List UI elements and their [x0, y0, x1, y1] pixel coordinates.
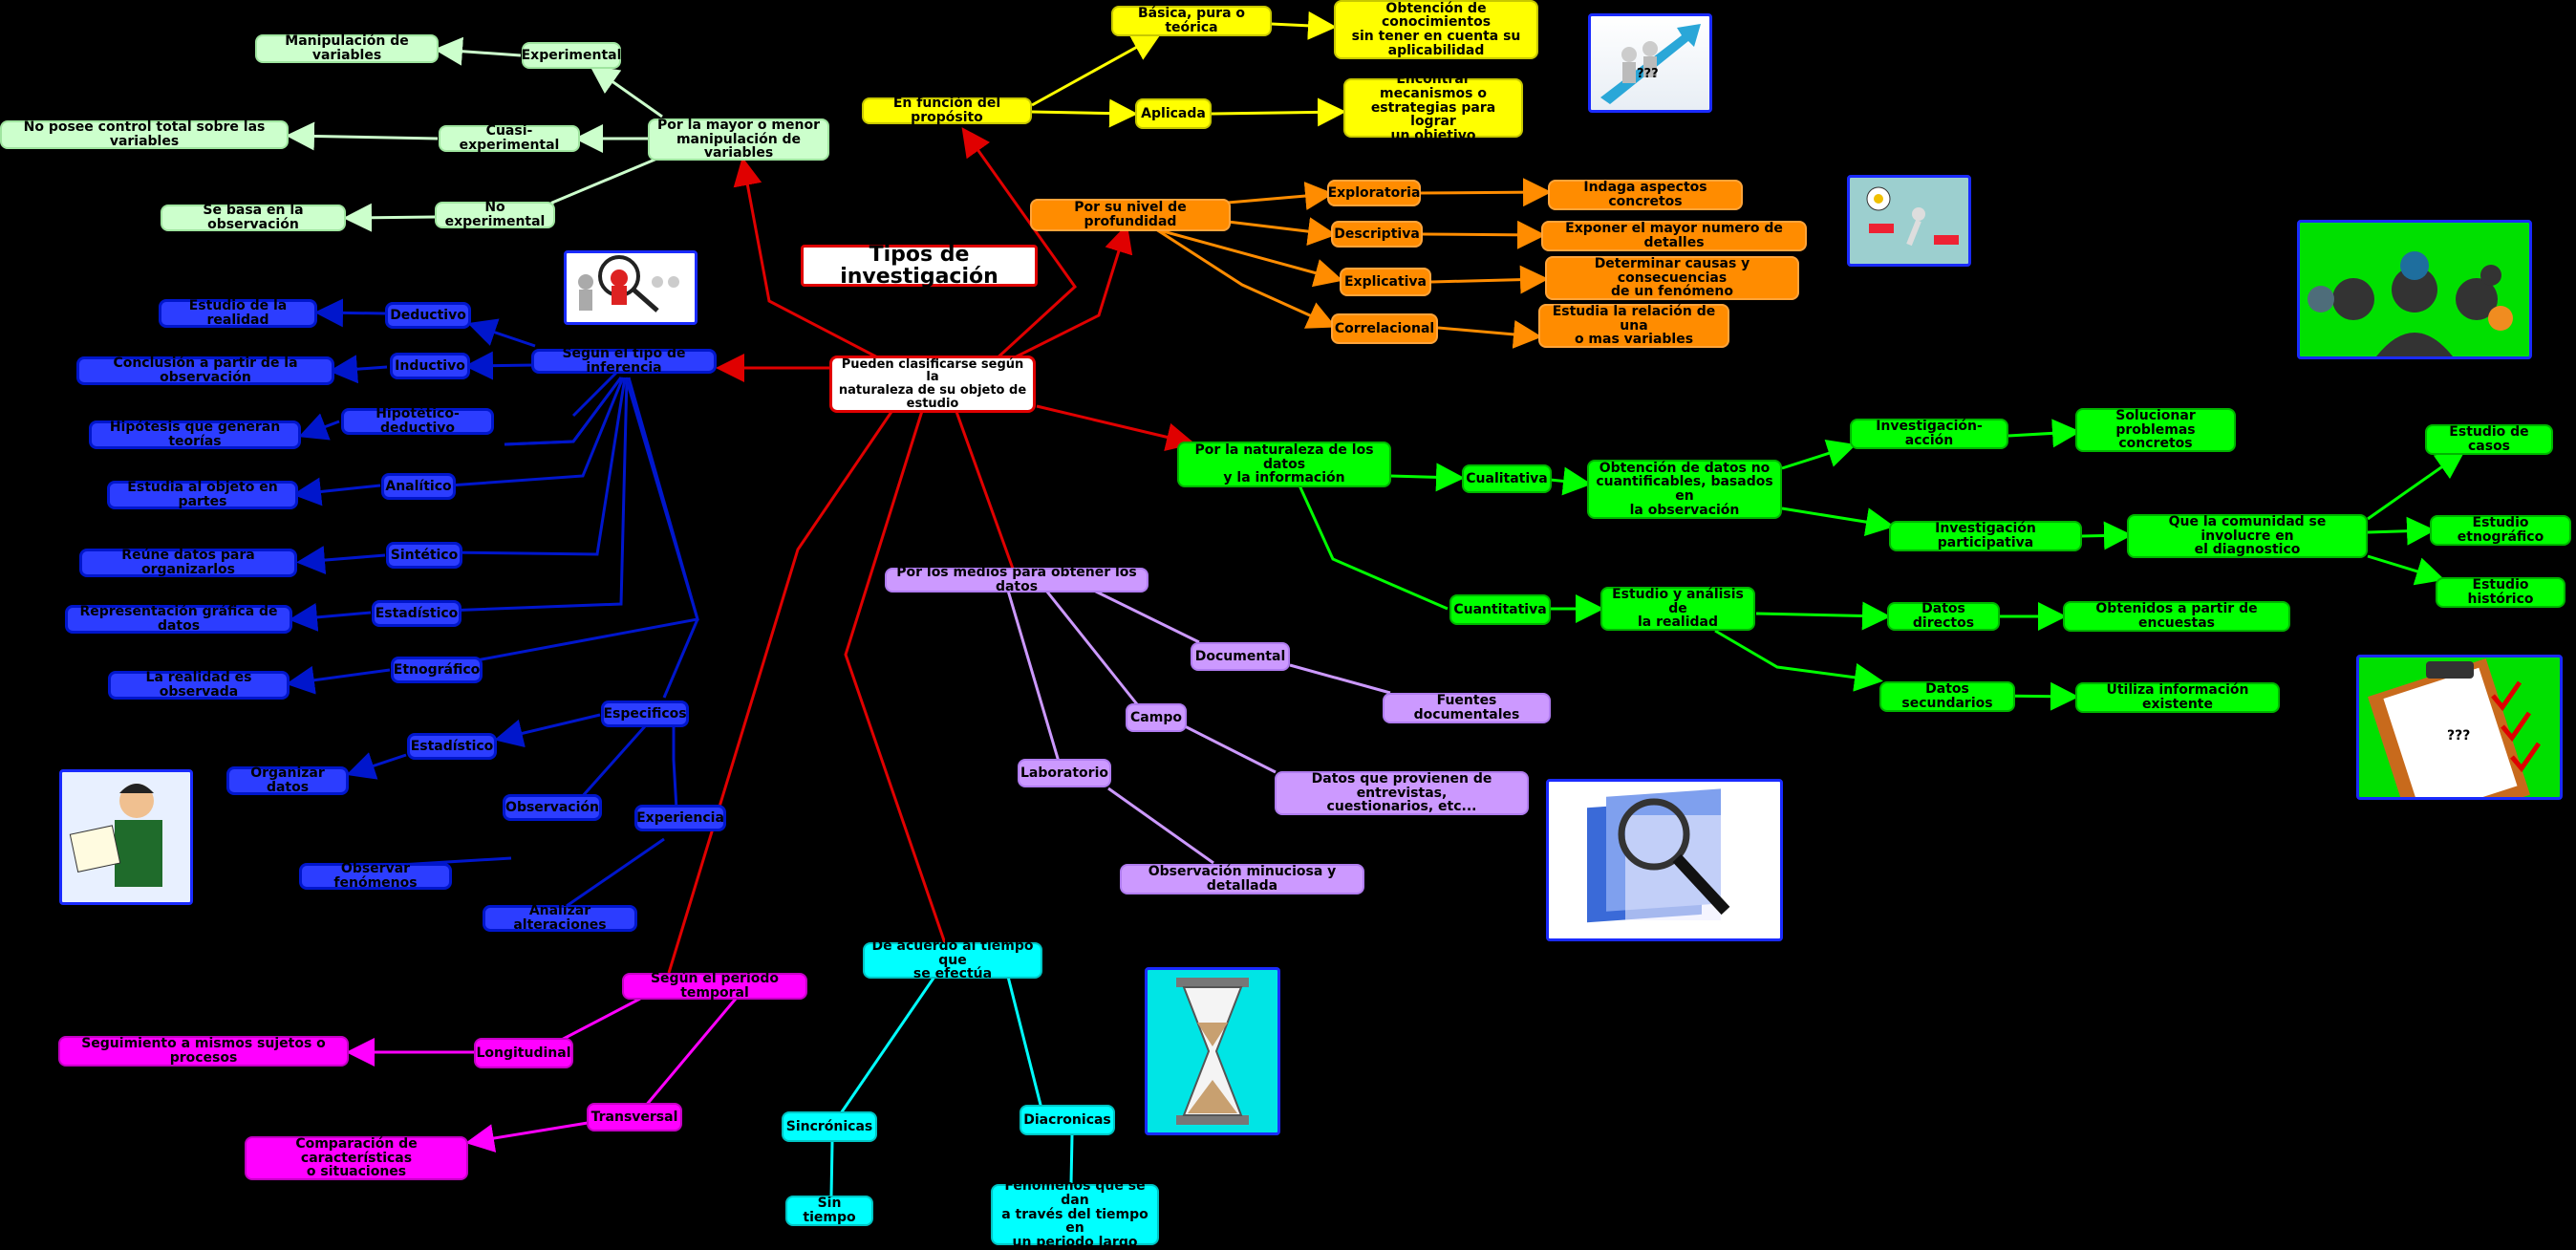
node-correlacional-desc: Estudia la relación de una o mas variabl…	[1538, 304, 1729, 348]
node-basica-desc: Obtención de conocimientos sin tener en …	[1334, 0, 1538, 59]
node-datos-directos[interactable]: Datos directos	[1887, 602, 2000, 631]
node-experimental[interactable]: Experimental	[522, 42, 621, 69]
node-hipotetico-deductivo[interactable]: Hipotético-deductivo	[341, 407, 494, 435]
social-network-image	[2297, 220, 2532, 359]
node-explicativa-desc: Determinar causas y consecuencias de un …	[1545, 256, 1799, 300]
node-transversal[interactable]: Transversal	[587, 1103, 682, 1131]
node-estudio-casos[interactable]: Estudio de casos	[2425, 424, 2553, 455]
node-etnografico-desc: La realidad es observada	[108, 671, 290, 700]
node-aplicada[interactable]: Aplicada	[1135, 98, 1212, 129]
node-correlacional[interactable]: Correlacional	[1331, 313, 1438, 344]
node-proposito[interactable]: En función del propósito	[862, 97, 1032, 124]
node-explicativa[interactable]: Explicativa	[1340, 268, 1431, 296]
node-sintetico[interactable]: Sintético	[386, 542, 462, 569]
node-manipulacion[interactable]: Por la mayor o menor manipulación de var…	[648, 119, 829, 161]
node-descriptiva[interactable]: Descriptiva	[1331, 221, 1423, 248]
node-investigacion-accion-desc: Solucionar problemas concretos	[2075, 408, 2236, 452]
node-hipotetico-deductivo-desc: Hipótesis que generan teorías	[89, 420, 301, 449]
node-cuantitativa-desc: Estudio y análisis de la realidad	[1600, 587, 1755, 631]
node-datos-secundarios-desc: Utiliza información existente	[2075, 682, 2280, 713]
node-medios[interactable]: Por los medios para obtener los datos	[885, 566, 1148, 593]
node-naturaleza[interactable]: Por la naturaleza de los datos y la info…	[1177, 442, 1391, 487]
node-investigacion-accion[interactable]: Investigación-acción	[1850, 419, 2008, 449]
node-exploratoria[interactable]: Exploratoria	[1327, 180, 1421, 206]
svg-text:???: ???	[2447, 728, 2470, 744]
teamwork-arrow-image: ???	[1588, 13, 1712, 113]
node-cuasi-experimental[interactable]: Cuasi-experimental	[439, 124, 580, 152]
node-investigacion-participativa[interactable]: Investigación participativa	[1889, 521, 2082, 551]
writer-cartoon-image	[59, 769, 193, 905]
node-experiencia-desc: Analizar alteraciones	[483, 904, 637, 932]
node-investigacion-participativa-desc: Que la comunidad se involucre en el diag…	[2127, 514, 2368, 558]
hourglass-image	[1145, 967, 1280, 1135]
central-node[interactable]: Pueden clasificarse según la naturaleza …	[829, 356, 1036, 413]
node-analitico[interactable]: Analítico	[381, 473, 456, 500]
node-cuasi-experimental-desc: No posee control total sobre las variabl…	[0, 120, 289, 149]
node-no-experimental[interactable]: No experimental	[435, 201, 555, 228]
node-longitudinal[interactable]: Longitudinal	[474, 1038, 573, 1068]
node-estadistico-desc: Representación gráfica de datos	[65, 605, 292, 634]
node-documental[interactable]: Documental	[1191, 642, 1290, 671]
node-longitudinal-desc: Seguimiento a mismos sujetos o procesos	[58, 1036, 349, 1067]
node-inductivo[interactable]: Inductivo	[390, 353, 470, 379]
node-etnografico[interactable]: Etnográfico	[391, 657, 483, 683]
node-estudio-historico[interactable]: Estudio histórico	[2436, 577, 2565, 608]
node-basica[interactable]: Básica, pura o teórica	[1111, 6, 1272, 36]
node-laboratorio-desc: Observación minuciosa y detallada	[1120, 864, 1364, 894]
node-cualitativa-desc: Obtención de datos no cuantificables, ba…	[1587, 460, 1782, 519]
page-title: Tipos de investigación	[801, 244, 1038, 288]
node-cualitativa[interactable]: Cualitativa	[1462, 464, 1552, 493]
node-esp-estadistico-desc: Organizar datos	[226, 766, 349, 795]
node-campo[interactable]: Campo	[1126, 703, 1187, 732]
node-no-experimental-desc: Se basa en la observación	[161, 204, 346, 231]
node-profundidad[interactable]: Por su nivel de profundidad	[1030, 199, 1231, 231]
node-datos-secundarios[interactable]: Datos secundarios	[1879, 681, 2015, 712]
node-diacronicas[interactable]: Diacronicas	[1020, 1105, 1115, 1135]
node-exploratoria-desc: Indaga aspectos concretos	[1548, 180, 1743, 210]
node-especificos[interactable]: Especificos	[601, 700, 689, 727]
node-sintetico-desc: Reúne datos para organizarlos	[79, 549, 297, 577]
node-inferencia[interactable]: Según el tipo de inferencia	[531, 347, 717, 375]
node-datos-directos-desc: Obtenidos a partir de encuestas	[2063, 601, 2290, 632]
node-sincronicas-desc: Sin tiempo	[785, 1196, 873, 1226]
fallen-figure-image	[1847, 175, 1971, 267]
checklist-image: ???	[2356, 655, 2563, 800]
node-estadistico[interactable]: Estadístico	[372, 600, 462, 627]
node-temporal[interactable]: Según el periodo temporal	[622, 972, 807, 1000]
node-deductivo-desc: Estudio de la realidad	[159, 299, 317, 328]
magnifier-people-image	[564, 250, 698, 325]
node-inductivo-desc: Conclusión a partir de la observación	[76, 356, 334, 385]
node-observacion[interactable]: Observación	[503, 794, 602, 821]
node-transversal-desc: Comparación de características o situaci…	[245, 1136, 468, 1180]
node-diacronicas-desc: Fenómenos que se dan a través del tiempo…	[991, 1179, 1159, 1249]
node-observacion-desc: Observar fenómenos	[299, 862, 452, 890]
node-descriptiva-desc: Exponer el mayor numero de detalles	[1541, 221, 1807, 251]
node-aplicada-desc: Encontrar mecanismos o estrategias para …	[1343, 73, 1523, 142]
folder-magnifier-image	[1546, 779, 1783, 941]
node-esp-estadistico[interactable]: Estadístico	[407, 733, 497, 760]
node-laboratorio[interactable]: Laboratorio	[1018, 759, 1111, 787]
node-cuantitativa[interactable]: Cuantitativa	[1449, 594, 1551, 625]
svg-text:???: ???	[1637, 67, 1659, 81]
node-experiencia[interactable]: Experiencia	[634, 805, 726, 831]
node-documental-desc: Fuentes documentales	[1383, 693, 1551, 723]
node-analitico-desc: Estudia al objeto en partes	[107, 481, 298, 509]
node-experimental-desc: Manipulación de variables	[255, 34, 439, 63]
node-tiempo[interactable]: De acuerdo al tiempo que se efectúa	[863, 939, 1042, 981]
node-estudio-etnografico[interactable]: Estudio etnográfico	[2430, 515, 2571, 546]
node-sincronicas[interactable]: Sincrónicas	[782, 1111, 877, 1142]
node-campo-desc: Datos que provienen de entrevistas, cues…	[1275, 771, 1529, 815]
node-deductivo[interactable]: Deductivo	[385, 302, 471, 329]
